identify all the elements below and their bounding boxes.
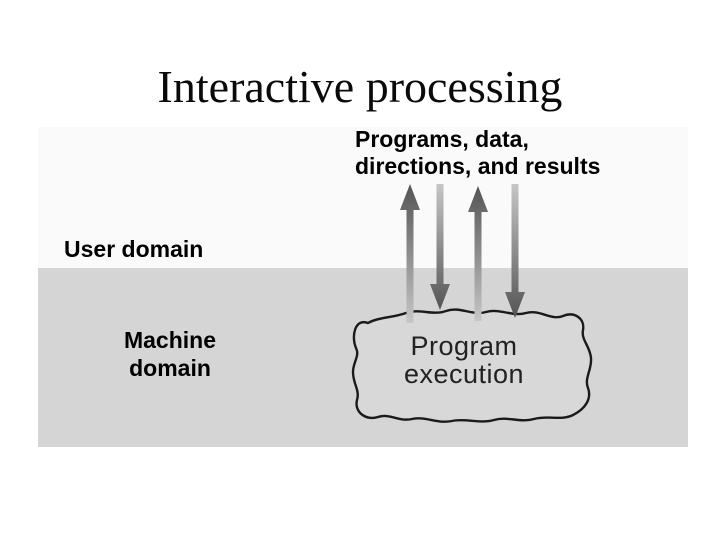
machine-domain-label: Machine domain	[95, 326, 245, 382]
io-caption-line2: directions, and results	[355, 153, 601, 179]
up-arrow	[400, 184, 420, 323]
machine-domain-label-line2: domain	[129, 355, 211, 381]
io-caption: Programs, data, directions, and results	[355, 126, 600, 180]
slide-title: Interactive processing	[157, 61, 563, 112]
program-execution-label-line2: execution	[403, 359, 525, 389]
program-execution-label: Program execution	[389, 332, 539, 388]
machine-domain-label-line1: Machine	[123, 327, 217, 353]
program-execution-blob	[351, 308, 593, 423]
program-execution-label-line1: Program	[410, 331, 518, 361]
io-caption-line1: Programs, data,	[355, 126, 529, 152]
io-arrows	[400, 184, 525, 323]
up-arrow	[468, 186, 488, 321]
down-arrow	[505, 184, 525, 318]
down-arrow	[430, 184, 450, 310]
user-domain-band	[38, 127, 688, 268]
user-domain-label: User domain	[64, 236, 204, 262]
